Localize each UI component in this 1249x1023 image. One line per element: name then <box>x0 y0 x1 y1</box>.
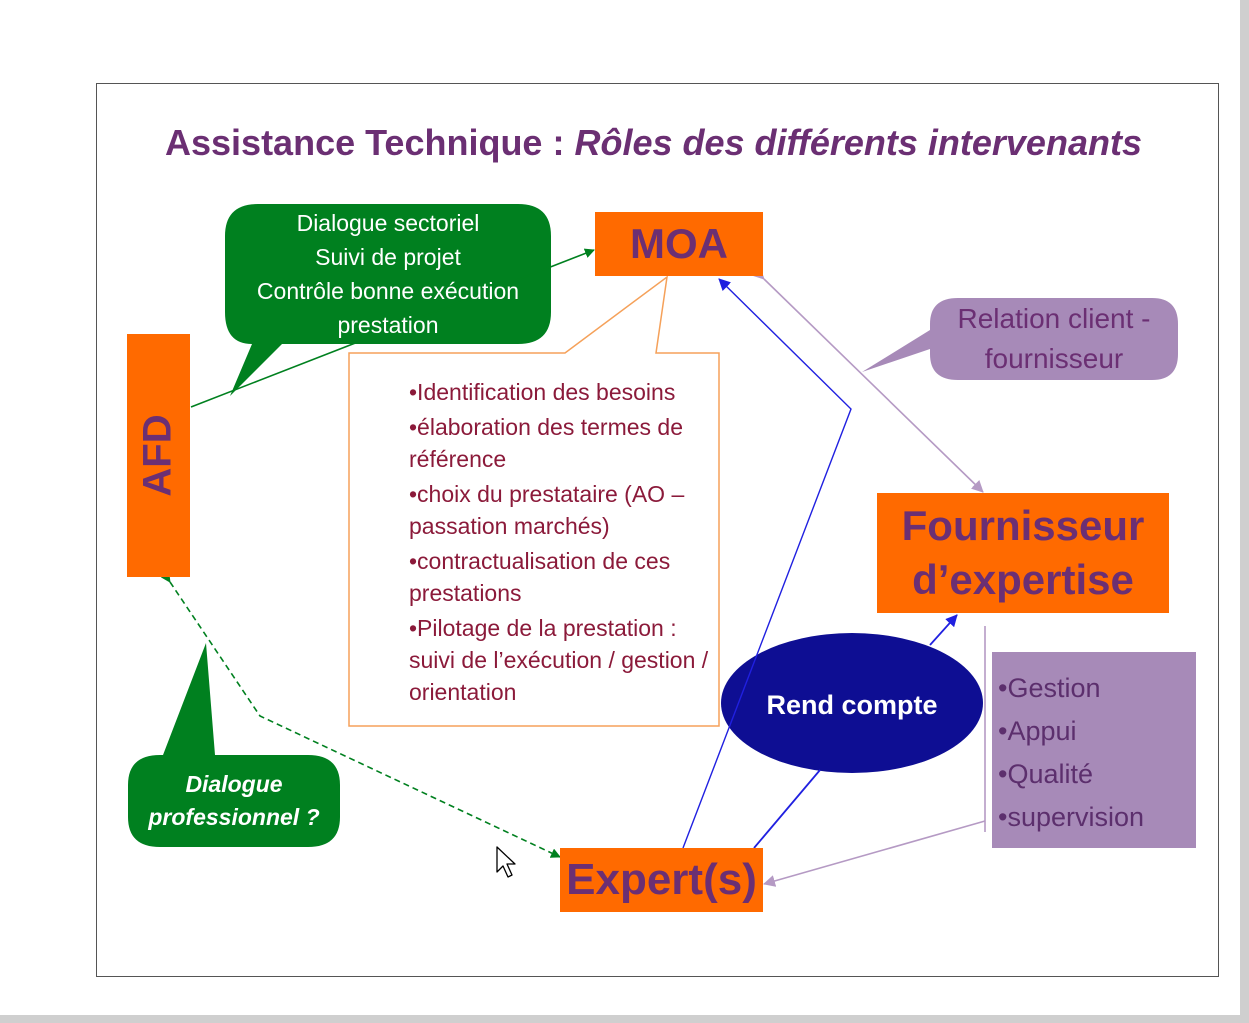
rend-compte-label: Rend compte <box>766 689 938 720</box>
expert-to-rend-compte-line <box>753 769 821 849</box>
role-item: •Identification des besoins <box>409 379 676 405</box>
task-item: •Gestion <box>998 673 1101 703</box>
fournisseur-label-line1: Fournisseur <box>901 502 1145 549</box>
task-item: •Appui <box>998 716 1077 746</box>
moa-label: MOA <box>630 220 728 267</box>
callout-line: Suivi de projet <box>315 244 461 270</box>
title-emphasis: Rôles des différents intervenants <box>574 122 1142 163</box>
rend-compte-to-fournisseur-arrow <box>929 614 958 646</box>
callout-line: prestation <box>337 312 439 338</box>
dialogue-callout-text: Dialogue professionnel ? <box>128 755 340 847</box>
fournisseur-box: Fournisseur d’expertise <box>877 493 1169 613</box>
slide-title: Assistance Technique : Rôles des différe… <box>165 122 1205 170</box>
window-edge-right <box>1240 0 1249 1023</box>
moa-roles-list: •Identification des besoins •élaboration… <box>409 376 714 716</box>
rend-compte-ellipse <box>721 633 983 773</box>
dialogue-line2: professionnel ? <box>148 804 320 830</box>
afd-label: AFD <box>136 414 180 497</box>
title-prefix: Assistance Technique : <box>165 122 575 163</box>
role-item: •Pilotage de la prestation : suivi de l’… <box>409 615 709 705</box>
fournisseur-tasks-box: •Gestion •Appui •Qualité •supervision <box>992 652 1196 848</box>
afd-moa-callout-text: Dialogue sectoriel Suivi de projet Contr… <box>225 204 551 344</box>
role-item: •élaboration des termes de référence <box>409 414 683 472</box>
relation-callout-text: Relation client - fournisseur <box>930 298 1178 380</box>
relation-line2: fournisseur <box>984 343 1124 374</box>
dialogue-line1: Dialogue <box>185 771 283 797</box>
experts-box: Expert(s) <box>560 848 763 912</box>
callout-line: Contrôle bonne exécution <box>256 278 520 304</box>
callout-line: Dialogue sectoriel <box>296 210 480 236</box>
relation-line1: Relation client - <box>957 303 1151 334</box>
tasks-to-expert-arrow <box>763 820 986 887</box>
window-edge-bottom <box>0 1015 1249 1023</box>
experts-label: Expert(s) <box>566 855 757 904</box>
afd-moa-callout-shape <box>225 204 551 396</box>
fournisseur-label-line2: d’expertise <box>912 556 1134 603</box>
moa-box: MOA <box>595 212 763 276</box>
role-item: •contractualisation de ces prestations <box>409 548 671 606</box>
moa-fournisseur-relation-arrow <box>751 267 984 493</box>
afd-box: AFD <box>127 334 190 577</box>
afd-to-moa-arrow <box>190 248 595 408</box>
task-item: •supervision <box>998 802 1145 832</box>
afd-expert-dashed-arrow <box>160 571 561 858</box>
task-item: •Qualité <box>998 759 1094 789</box>
mouse-pointer-icon <box>496 846 516 878</box>
role-item: •choix du prestataire (AO – passation ma… <box>409 481 685 539</box>
